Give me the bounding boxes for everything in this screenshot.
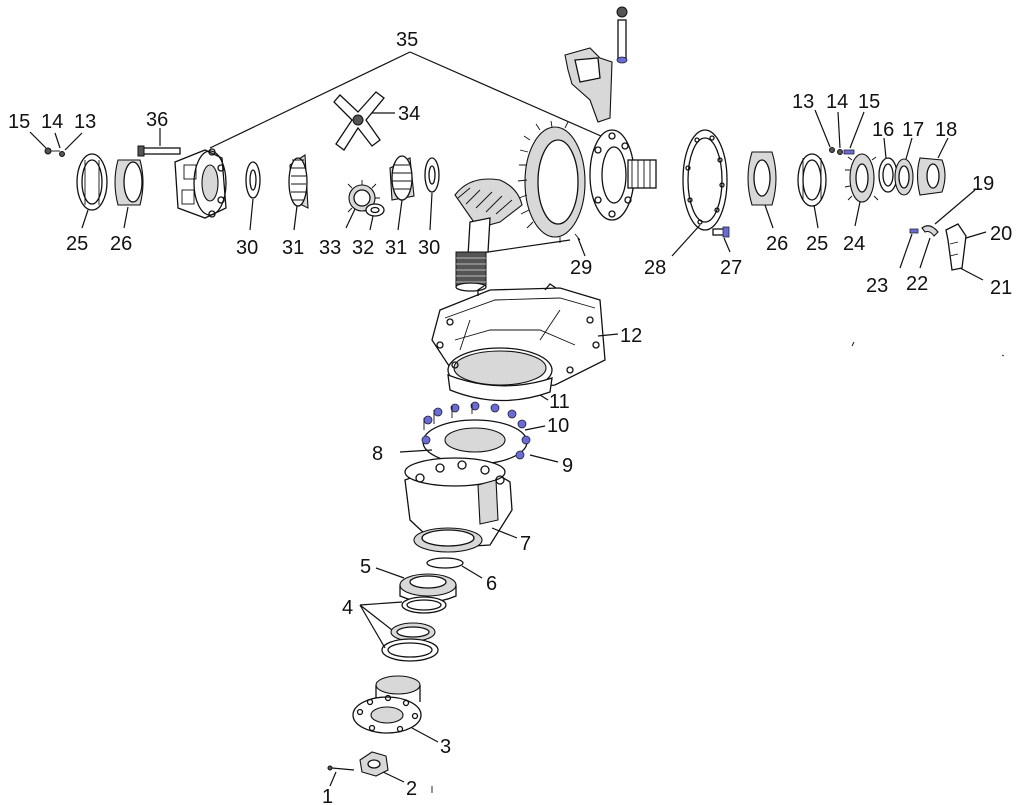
part-oil-seals	[359, 596, 447, 662]
part-side-gear-left	[288, 154, 309, 231]
part-seal-rings	[878, 137, 949, 196]
label-17: 17	[902, 119, 924, 141]
label-26-left: 26	[110, 233, 132, 255]
label-3: 3	[440, 736, 451, 758]
label-31-left: 31	[282, 237, 304, 259]
label-13-right: 13	[792, 91, 814, 113]
label-13-left: 13	[74, 111, 96, 133]
label-32: 32	[352, 237, 374, 259]
part-spider-cross	[333, 91, 395, 151]
label-12: 12	[620, 325, 642, 347]
scan-marks	[431, 341, 1005, 793]
label-35: 35	[396, 29, 418, 51]
label-18: 18	[935, 119, 957, 141]
part-pinion-gear	[345, 180, 380, 229]
part-pinion-cage	[404, 457, 518, 553]
label-25-right: 25	[806, 233, 828, 255]
part-lock-plate	[899, 189, 987, 281]
label-26-right: 26	[766, 233, 788, 255]
label-27: 27	[720, 257, 742, 279]
part-pinion-washer	[365, 203, 385, 231]
part-bearing-cone-right	[747, 151, 777, 229]
label-21: 21	[990, 277, 1012, 299]
part-differential-case-right	[589, 129, 657, 221]
label-14-left: 14	[41, 111, 63, 133]
label-24: 24	[843, 233, 865, 255]
part-differential-case-half	[174, 148, 227, 219]
part-flange-nut	[359, 751, 405, 783]
part-bearing-cage-bolts	[399, 401, 559, 465]
label-1: 1	[322, 786, 333, 805]
label-22: 22	[906, 273, 928, 295]
part-carrier-housing	[431, 283, 619, 393]
part-pinion-bearing	[375, 567, 457, 603]
label-23: 23	[866, 275, 888, 297]
label-4: 4	[342, 597, 353, 619]
part-thrust-washer-left	[245, 161, 261, 231]
label-6: 6	[486, 573, 497, 595]
part-lock-bracket	[564, 6, 628, 123]
label-28: 28	[644, 257, 666, 279]
label-8: 8	[372, 443, 383, 465]
callout-labels: 1 2 3 4 5 6 7 8 9 10 11 12 15 14 13 25 2…	[8, 29, 1012, 805]
part-small-screws-left	[29, 131, 83, 157]
label-20: 20	[990, 223, 1012, 245]
label-31-right: 31	[385, 237, 407, 259]
part-housing-ring	[447, 374, 553, 402]
label-2: 2	[406, 778, 417, 800]
label-10: 10	[547, 415, 569, 437]
part-adjusting-nut	[844, 153, 879, 227]
part-thrust-washer-right	[424, 157, 440, 231]
label-36: 36	[146, 109, 168, 131]
part-bearing-cup-right	[797, 153, 827, 229]
part-companion-flange	[352, 675, 439, 743]
label-30-right: 30	[418, 237, 440, 259]
label-15-left: 15	[8, 111, 30, 133]
label-34: 34	[398, 103, 420, 125]
part-shim-6	[426, 557, 483, 579]
part-small-bolt-27	[712, 226, 731, 253]
part-long-bolt-36	[137, 128, 181, 157]
label-14-right: 14	[826, 91, 848, 113]
label-11: 11	[549, 391, 570, 413]
label-15-right: 15	[858, 91, 880, 113]
label-5: 5	[360, 556, 371, 578]
label-29: 29	[570, 257, 592, 279]
part-small-screws-right	[814, 109, 865, 155]
part-bearing-cone-left	[114, 159, 144, 229]
part-side-gear-right	[389, 155, 415, 231]
label-30-left: 30	[236, 237, 258, 259]
label-16: 16	[872, 119, 894, 141]
label-33: 33	[319, 237, 341, 259]
callout-35-leaders	[209, 51, 611, 149]
label-25-left: 25	[66, 233, 88, 255]
label-19: 19	[972, 173, 994, 195]
part-ring-gear	[487, 120, 586, 257]
part-drive-pinion-shaft	[454, 178, 523, 292]
label-9: 9	[562, 455, 573, 477]
part-bearing-cup-left	[76, 153, 108, 229]
label-7: 7	[520, 533, 531, 555]
part-cotter-pin	[327, 765, 355, 787]
part-shim-gasket	[671, 129, 728, 257]
